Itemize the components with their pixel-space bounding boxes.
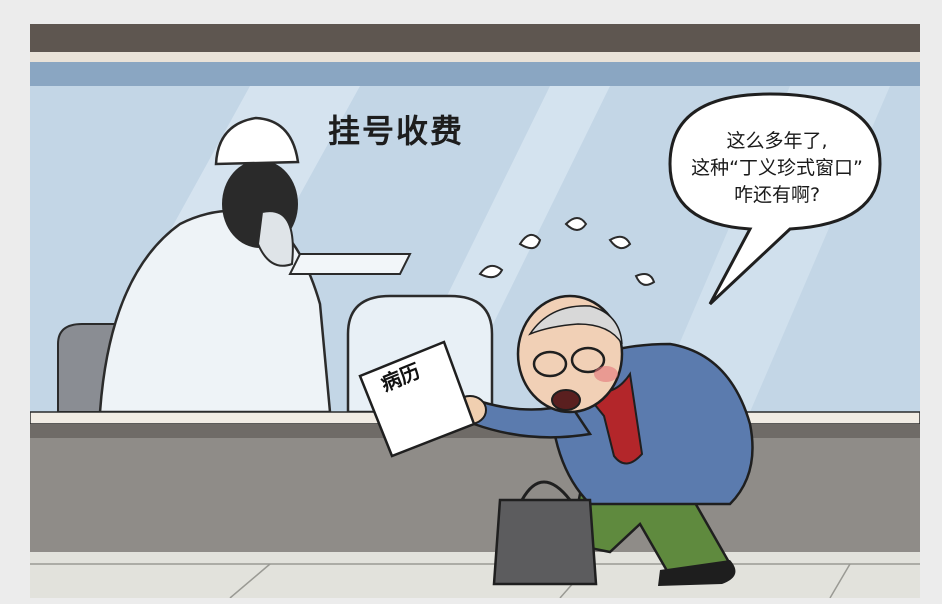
ceiling-band	[30, 24, 920, 52]
cheek-blush	[594, 366, 618, 382]
medical-record-folder	[358, 340, 476, 458]
speech-line: 这种“丁义珍式窗口”	[691, 157, 863, 179]
speech-line: 咋还有啊?	[733, 184, 821, 206]
clerk-mask	[256, 210, 294, 267]
illustration-art	[30, 24, 920, 598]
shoe	[658, 560, 736, 586]
window-top-frame	[30, 62, 920, 86]
counter-shadow	[30, 424, 920, 438]
counter-front	[30, 424, 920, 552]
counter-papers	[288, 253, 412, 275]
glasses	[532, 350, 568, 378]
handbag-handle	[520, 480, 572, 501]
sweat-drop	[478, 264, 504, 279]
old-man-hair	[528, 305, 623, 345]
glasses	[570, 346, 606, 374]
ceiling-trim	[30, 52, 920, 62]
speech-bubble-text: 这么多年了, 这种“丁义珍式窗口” 咋还有啊?	[672, 128, 882, 209]
floor-line	[229, 563, 271, 598]
sweat-drop	[518, 233, 542, 250]
counter-sign: 挂号收费	[328, 112, 465, 150]
speech-bubble	[668, 92, 882, 306]
sweat-drop	[608, 235, 632, 250]
floor-line	[829, 563, 851, 598]
sweat-drop	[564, 217, 588, 231]
open-mouth	[551, 389, 581, 411]
speech-line: 这么多年了,	[726, 130, 828, 152]
illustration-frame: 挂号收费 这么多年了, 这种“丁义珍式窗口” 咋还有啊? 病历	[30, 24, 920, 598]
nurse-cap	[214, 116, 300, 166]
handbag	[492, 498, 598, 586]
floor	[30, 552, 920, 598]
sweat-drop	[634, 273, 656, 286]
